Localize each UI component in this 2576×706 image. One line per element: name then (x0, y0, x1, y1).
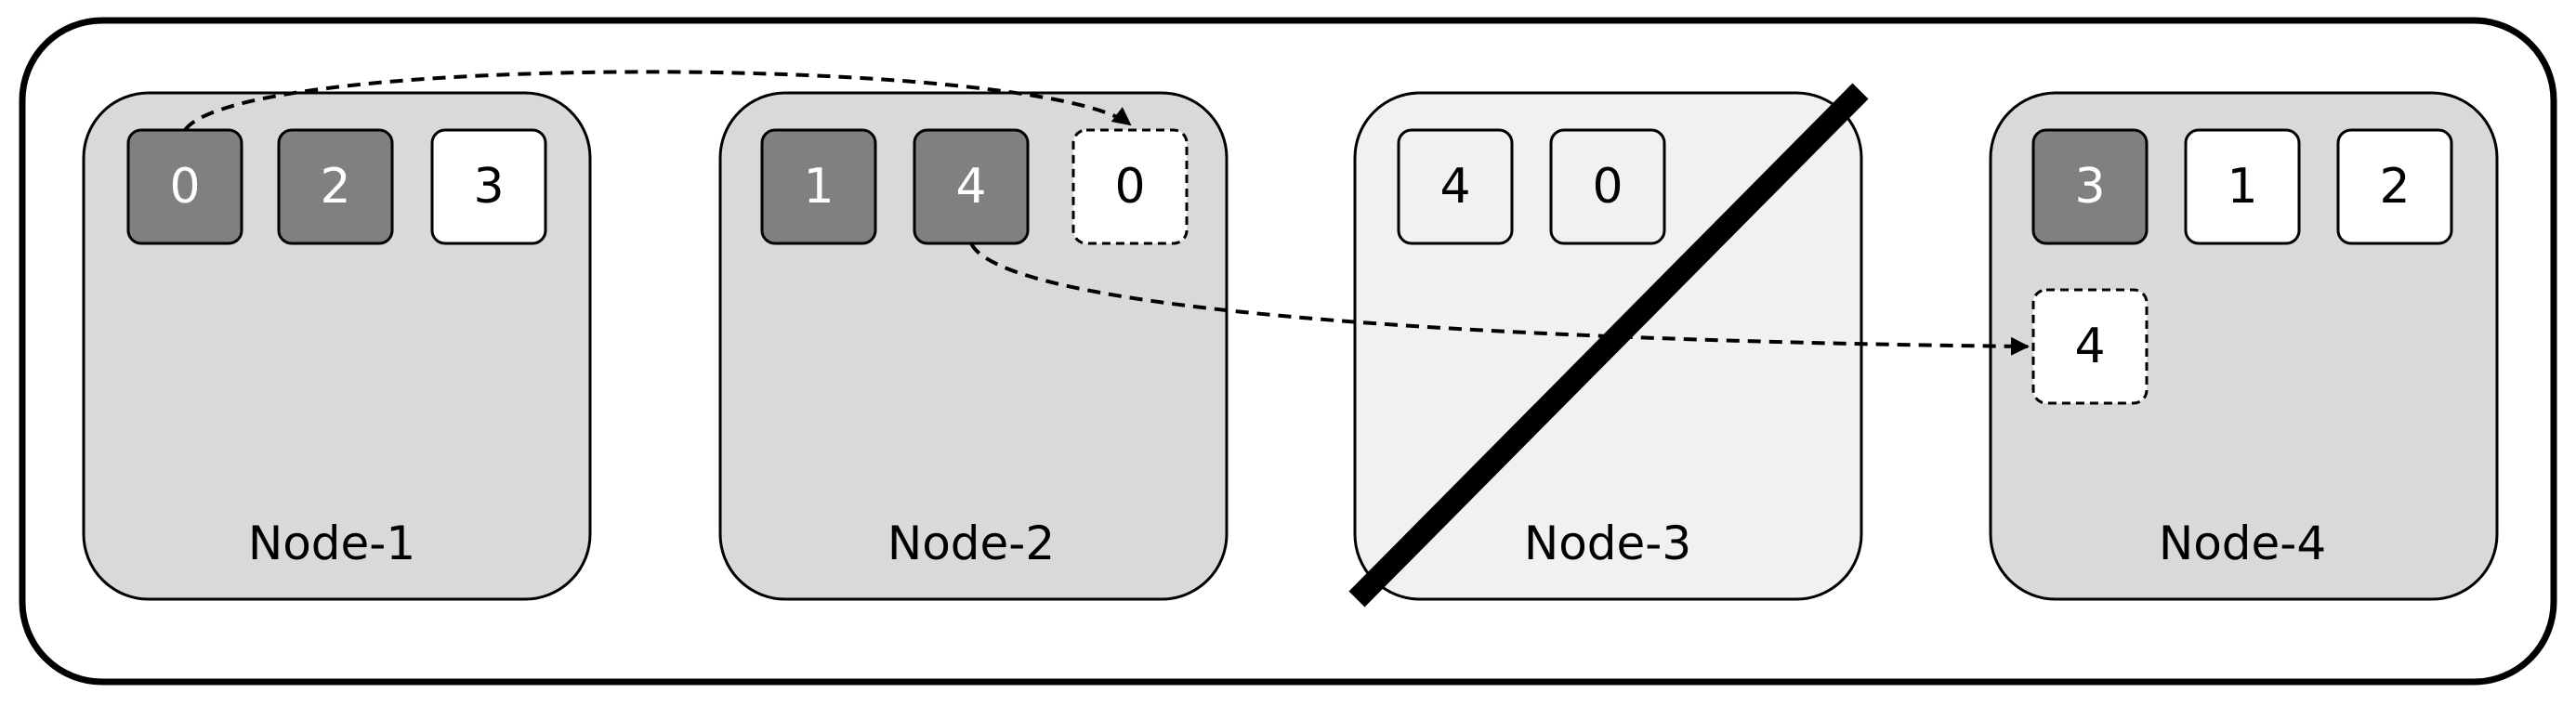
shard-id: 3 (473, 159, 504, 215)
failed-shard (1397, 128, 1514, 245)
relocating-shard (2031, 288, 2149, 405)
shard-id: 2 (320, 159, 350, 215)
node-2: 1 4 0 Node-2 (718, 91, 1229, 601)
primary-shard (2031, 128, 2149, 245)
failed-shard (1549, 128, 1666, 245)
shard-id: 4 (1439, 159, 1470, 215)
shard-node-1-2: 2 (277, 128, 394, 245)
shard-node-2-0-relocating: 0 (1071, 128, 1189, 245)
shard-node-3-4: 4 (1397, 128, 1514, 245)
node-label: Node-2 (887, 516, 1055, 570)
shard-id: 1 (803, 159, 834, 215)
relocating-shard (1071, 128, 1189, 245)
node-label: Node-4 (2159, 516, 2326, 570)
shard-node-2-4: 4 (913, 128, 1030, 245)
shard-id: 0 (1592, 159, 1623, 215)
relocation-arrow-shard-0 (183, 70, 1132, 132)
shard-node-4-1: 1 (2184, 128, 2301, 245)
relocation-arrow-shard-4 (969, 242, 2030, 356)
shard-id: 3 (2074, 159, 2105, 215)
shard-id: 2 (2379, 159, 2410, 215)
node-label: Node-1 (248, 516, 415, 570)
shard-node-4-4-relocating: 4 (2031, 288, 2149, 405)
node-1: 0 2 3 Node-1 (82, 91, 592, 601)
node-3-failure-strike (1348, 83, 1869, 608)
shard-id: 4 (955, 159, 986, 215)
node-label: Node-3 (1524, 516, 1691, 570)
shard-id: 0 (169, 159, 200, 215)
shard-node-4-2: 2 (2336, 128, 2453, 245)
shard-node-1-0: 0 (126, 128, 243, 245)
replica-shard (2336, 128, 2453, 245)
shard-node-4-3: 3 (2031, 128, 2149, 245)
shard-id: 1 (2227, 159, 2257, 215)
node-4: 3 1 2 4 Node-4 (1989, 91, 2499, 601)
cluster-boundary (19, 17, 2557, 686)
shard-id: 4 (2074, 319, 2105, 374)
primary-shard (760, 128, 877, 245)
replica-shard (2184, 128, 2301, 245)
shard-node-1-3: 3 (430, 128, 547, 245)
replica-shard (430, 128, 547, 245)
shard-node-3-0: 0 (1549, 128, 1666, 245)
shard-node-2-1: 1 (760, 128, 877, 245)
shard-id: 0 (1114, 159, 1145, 215)
primary-shard (277, 128, 394, 245)
